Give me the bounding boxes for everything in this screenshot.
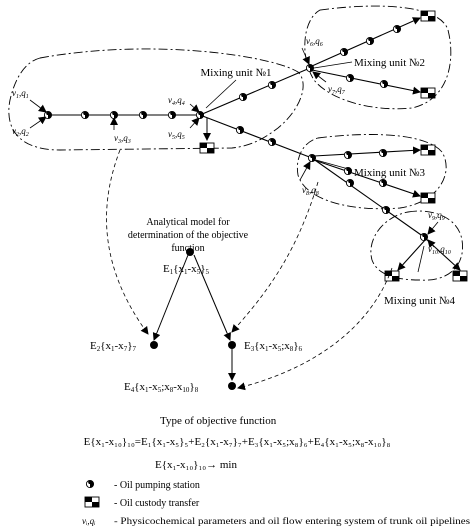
e2-label: E2{x1-x7}7 xyxy=(90,340,136,353)
input-label-10: v10,q10 xyxy=(428,244,451,256)
mixing-unit-2-label: Mixing unit №2 xyxy=(354,57,425,69)
mixing-region-3 xyxy=(296,134,447,210)
pump-station-icon xyxy=(345,178,355,188)
input-label-7: v7,q7 xyxy=(328,84,346,96)
custody-transfer-icon xyxy=(420,144,436,156)
pipeline-arrows xyxy=(311,17,461,271)
custody-transfer-icon xyxy=(452,270,468,282)
pump-station-icon xyxy=(305,63,315,73)
pump-station-icon xyxy=(80,110,90,120)
mixing-unit-3-label: Mixing unit №3 xyxy=(354,167,426,179)
model-title-line-3: function xyxy=(171,243,204,254)
model-node-e4 xyxy=(228,382,236,390)
mixing-regions xyxy=(8,5,463,281)
input-label-4: v4,q4 xyxy=(168,95,185,107)
pump-station-icon xyxy=(109,110,119,120)
custody-transfer-icon xyxy=(384,270,400,282)
pump-station-icon xyxy=(381,205,391,215)
input-label-2: v2,q2 xyxy=(12,126,29,138)
input-label-9: v9,q9 xyxy=(428,210,445,222)
custody-points xyxy=(199,10,468,282)
model-title-line-1: Analytical model for xyxy=(146,217,230,228)
input-arrows xyxy=(29,47,439,248)
custody-transfer-icon xyxy=(420,87,436,99)
custody-transfer-icon xyxy=(420,10,436,22)
legend-params-symbol: vᵢ,qᵢ xyxy=(82,516,96,526)
legend-custody-icon xyxy=(84,496,100,508)
mixing-region-2 xyxy=(304,5,452,110)
custody-transfer-icon xyxy=(420,192,436,204)
mixing-unit-4-label: Mixing unit №4 xyxy=(384,295,456,307)
model-tree xyxy=(152,254,236,381)
pump-station-icon xyxy=(267,80,277,90)
input-label-6: v6,q6 xyxy=(306,36,323,48)
pump-station-icon xyxy=(307,153,317,163)
model-node-e2 xyxy=(150,341,158,349)
pump-station-icon xyxy=(365,36,375,46)
legend-custody-label: - Oil custody transfer xyxy=(114,498,200,509)
pump-station-icon xyxy=(138,110,148,120)
pump-station-icon xyxy=(343,150,353,160)
input-label-5: v5,q5 xyxy=(168,129,185,141)
pump-station-icon xyxy=(379,79,389,89)
pump-station-icon xyxy=(378,178,388,188)
pump-station-icon xyxy=(392,24,402,34)
custody-transfer-icon xyxy=(199,142,215,154)
e4-label: E4{x1-x5;x8-x10}8 xyxy=(124,381,199,394)
legend-pump-label: - Oil pumping station xyxy=(114,480,200,491)
input-label-8: v8,q8 xyxy=(302,185,319,197)
mixing-unit-1-label: Mixing unit №1 xyxy=(200,67,271,79)
mixing-region-4 xyxy=(370,210,463,281)
pump-station-icon xyxy=(343,166,353,176)
objective-formula: E{x₁-x₁₀}₁₀=E₁{x₁-x₅}₅+E₂{x₁-x₇}₇+E₃{x₁-… xyxy=(84,436,391,448)
e3-label: E3{x1-x5;x8}6 xyxy=(244,340,303,353)
pump-station-icon xyxy=(267,137,277,147)
legend-pump-icon xyxy=(85,479,95,489)
pump-station-icon xyxy=(235,125,245,135)
pump-station-icon xyxy=(195,110,205,120)
model-links xyxy=(106,149,393,391)
pump-station-icon xyxy=(339,47,349,57)
model-title-line-2: determination of the objective xyxy=(128,230,249,241)
objective-heading: Type of objective function xyxy=(160,415,277,427)
input-label-1: v1,q1 xyxy=(12,88,29,100)
pump-station-icon xyxy=(378,148,388,158)
e1-label: E1{x1-x5}5 xyxy=(163,263,209,276)
pump-station-icon xyxy=(419,232,429,242)
pump-station-icon xyxy=(238,92,248,102)
model-node-e3 xyxy=(228,341,236,349)
pump-station-icon xyxy=(345,73,355,83)
model-node-e1 xyxy=(186,248,194,256)
pump-station-icon xyxy=(167,110,177,120)
mixing-region-main xyxy=(8,48,304,151)
pump-station-icon xyxy=(43,110,53,120)
input-label-3: v3,q3 xyxy=(114,133,131,145)
objective-min: E{x₁-x₁₀}₁₀→ min xyxy=(155,459,237,471)
legend-params-label: - Physicochemical parameters and oil flo… xyxy=(114,516,471,526)
